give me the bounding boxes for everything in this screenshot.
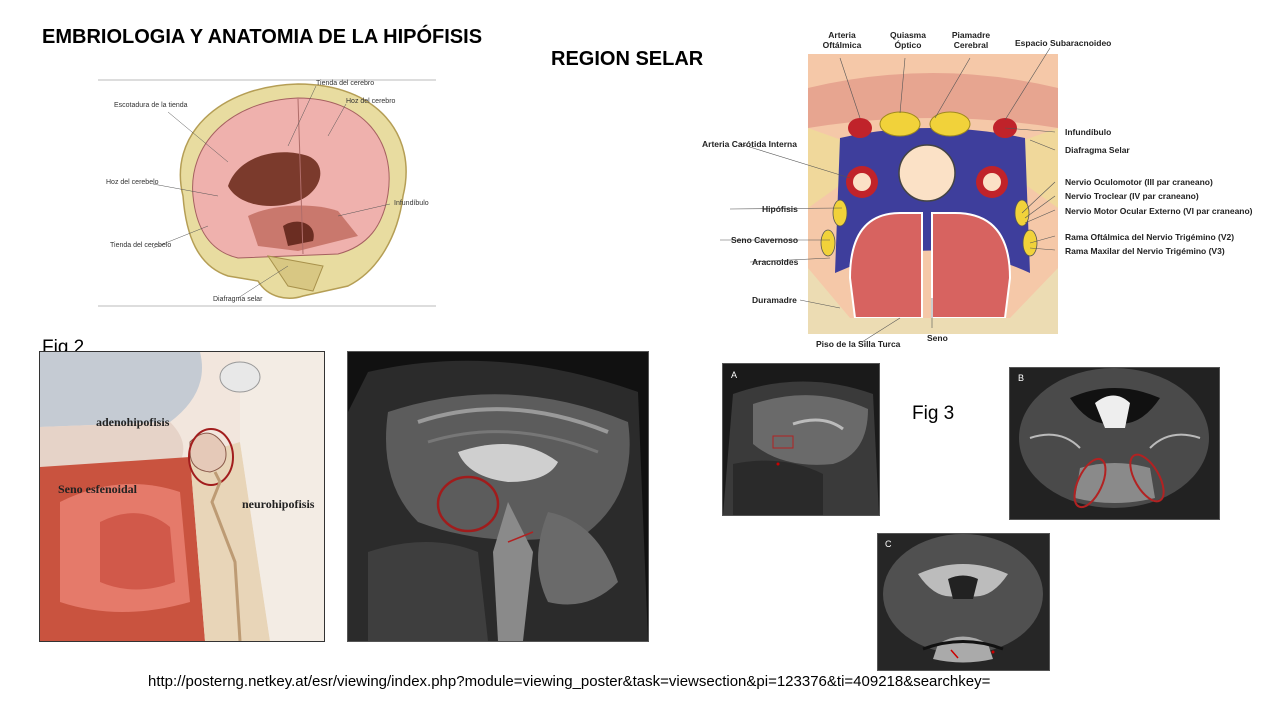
- label-diafragma-selar: Diafragma selar: [213, 296, 263, 303]
- label-neurohipofisis: neurohipofisis: [242, 497, 315, 511]
- label-adenohipofisis: adenohipofisis: [96, 415, 170, 429]
- label-duramadre: Duramadre: [752, 295, 797, 305]
- label-piso-silla-turca: Piso de la Silla Turca: [816, 339, 901, 349]
- label-espacio-subaracnoideo: Espacio Subaracnoideo: [1015, 38, 1112, 48]
- label-quiasma-optico: Quiasma Óptico: [890, 30, 926, 50]
- label-hoz-cerebro: Hoz del cerebro: [346, 98, 396, 105]
- label-arteria-oftalmica: Arteria Oftálmica: [822, 30, 862, 50]
- slide-title: EMBRIOLOGIA Y ANATOMIA DE LA HIPÓFISIS: [42, 26, 483, 48]
- label-nervio-oculomotor: Nervio Oculomotor (III par craneano): [1065, 177, 1213, 187]
- label-arteria-carotida: Arteria Carótida Interna: [702, 139, 797, 149]
- label-hipofisis: Hipófisis: [762, 204, 798, 214]
- label-tienda-cerebelo: Tienda del cerebelo: [110, 242, 172, 249]
- label-seno-cavernoso: Seno Cavernoso: [731, 235, 799, 245]
- label-rama-maxilar: Rama Maxilar del Nervio Trigémino (V3): [1065, 246, 1225, 256]
- mri-panel-a-letter: A: [731, 370, 738, 380]
- label-tienda-cerebro-top: Tienda del cerebro: [316, 80, 375, 87]
- region-selar-title: REGION SELAR: [551, 48, 704, 70]
- label-nervio-motor-ocular: Nervio Motor Ocular Externo (VI par cran…: [1065, 206, 1253, 216]
- label-seno: Seno: [927, 333, 948, 343]
- skull-illustration: Tienda del cerebro Escotadura de la tien…: [98, 76, 438, 310]
- label-nervio-troclear: Nervio Troclear (IV par craneano): [1065, 191, 1199, 201]
- label-hoz-cerebelo: Hoz del cerebelo: [106, 179, 159, 186]
- fig3-label: Fig 3: [912, 403, 955, 424]
- sagittal-mri: [347, 351, 649, 642]
- label-rama-oftalmica: Rama Oftálmica del Nervio Trigémino (V2): [1065, 232, 1235, 242]
- label-escotadura: Escotadura de la tienda: [114, 102, 188, 109]
- mri-panel-c: C: [877, 533, 1050, 671]
- coronal-illustration: Arteria Oftálmica Quiasma Óptico Piamadr…: [700, 28, 1265, 350]
- mri-panel-b-letter: B: [1018, 373, 1025, 383]
- label-seno-esfenoidal: Seno esfenoidal: [58, 482, 138, 496]
- label-piamadre-cerebral: Piamadre Cerebral: [951, 30, 991, 50]
- label-diafragma-coronal: Diafragma Selar: [1065, 145, 1130, 155]
- sagittal-illustration: adenohipofisis Seno esfenoidal neurohipo…: [39, 351, 325, 642]
- source-url: http://posterng.netkey.at/esr/viewing/in…: [148, 673, 991, 690]
- mri-panel-b: B: [1009, 367, 1220, 520]
- label-infundibulo-skull: Infundíbulo: [394, 200, 429, 207]
- mri-panel-c-letter: C: [885, 539, 892, 549]
- mri-panel-a: A: [722, 363, 880, 516]
- label-aracnoides: Aracnoides: [752, 257, 799, 267]
- label-infundibulo-coronal: Infundíbulo: [1065, 127, 1112, 137]
